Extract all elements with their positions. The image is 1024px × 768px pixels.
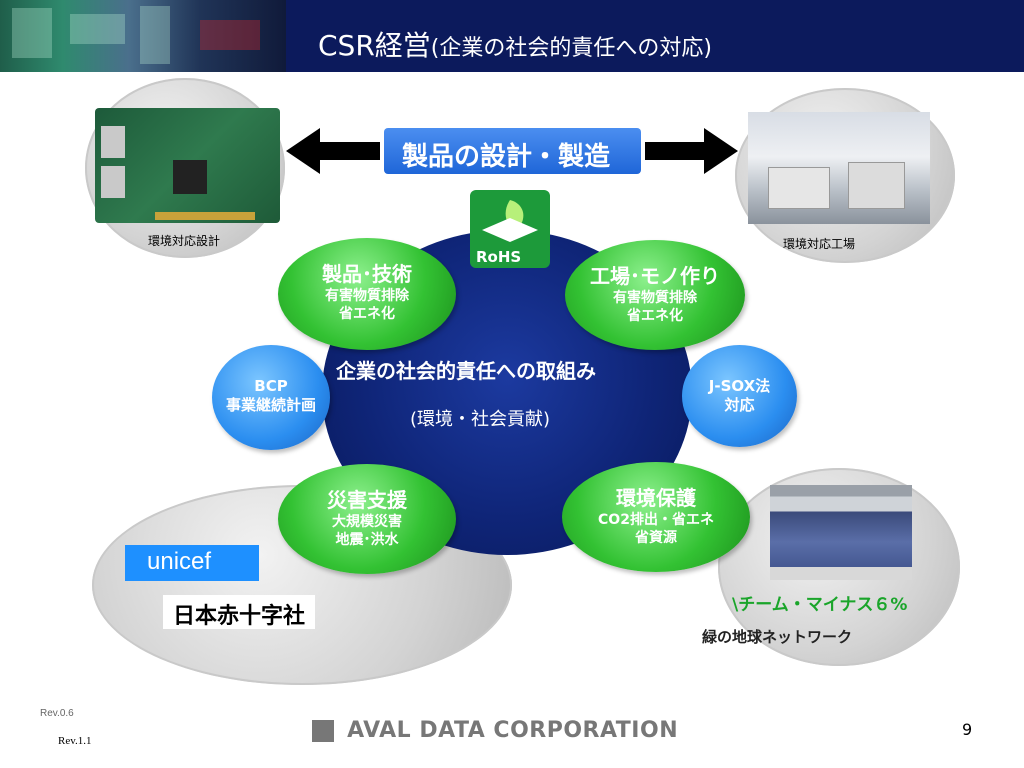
factory-making-title: 工場･モノ作り (590, 264, 720, 288)
bcp-line2: 事業継続計画 (225, 396, 316, 414)
unicef-text: unicef (147, 548, 212, 575)
disaster-support-circle: 災害支援 大規模災害 地震･洪水 (278, 464, 456, 574)
product-tech-title: 製品･技術 (322, 262, 412, 286)
jsox-line2: 対応 (724, 396, 755, 414)
team-minus-6-logo: \チーム・マイナス６% (732, 595, 908, 615)
factory-making-line2: 省エネ化 (627, 308, 683, 324)
header-banner-image (0, 0, 286, 72)
product-tech-line1: 有害物質排除 (325, 288, 409, 304)
redcross-logo: 日本赤十字社 (163, 595, 315, 629)
design-caption: 環境対応設計 (148, 234, 221, 248)
disaster-support-line2: 地震･洪水 (335, 532, 399, 548)
csr-center-title: 企業の社会的責任への取組み (336, 359, 596, 383)
environment-protection-circle: 環境保護 CO2排出・省エネ 省資源 (562, 462, 750, 572)
company-logo: AVAL DATA CORPORATION (312, 718, 678, 743)
factory-making-circle: 工場･モノ作り 有害物質排除 省エネ化 (565, 240, 745, 350)
rohs-logo: RoHS (470, 190, 550, 268)
bcp-circle: BCP 事業継続計画 (212, 345, 330, 450)
factory-making-line1: 有害物質排除 (613, 290, 697, 306)
redcross-text: 日本赤十字社 (173, 604, 306, 629)
bcp-line1: BCP (254, 377, 288, 395)
page-number: 9 (962, 720, 973, 739)
rohs-leaf-icon (482, 200, 538, 242)
company-name: AVAL DATA CORPORATION (347, 718, 679, 743)
environment-protection-title: 環境保護 (616, 486, 696, 510)
environment-protection-line1: CO2排出・省エネ (598, 512, 714, 528)
board-photo (95, 108, 280, 223)
unicef-logo: unicef (125, 545, 259, 581)
page-title: CSR経営(企業の社会的責任への対応) (318, 24, 712, 64)
page-title-sub: (企業の社会的責任への対応) (430, 36, 712, 61)
jsox-circle: J-SOX法 対応 (682, 345, 797, 447)
environment-protection-line2: 省資源 (635, 530, 677, 546)
factory-caption: 環境対応工場 (783, 237, 856, 251)
csr-center-subtitle: (環境・社会貢献) (410, 409, 551, 430)
product-tech-circle: 製品･技術 有害物質排除 省エネ化 (278, 238, 456, 350)
solar-photo (770, 485, 912, 580)
revision-bottom: Rev.1.1 (58, 735, 92, 747)
disaster-support-title: 災害支援 (327, 488, 407, 512)
factory-photo (748, 112, 930, 224)
design-manufacture-label: 製品の設計・製造 (402, 142, 611, 172)
product-tech-line2: 省エネ化 (339, 306, 395, 322)
jsox-line1: J-SOX法 (708, 377, 771, 395)
rohs-text: RoHS (476, 248, 522, 266)
company-logo-icon (312, 719, 334, 742)
design-manufacture-box: 製品の設計・製造 (380, 124, 645, 178)
revision-top: Rev.0.6 (40, 708, 74, 719)
green-network-text: 緑の地球ネットワーク (702, 628, 853, 646)
page-title-main: CSR経営 (318, 29, 431, 62)
disaster-support-line1: 大規模災害 (332, 514, 402, 530)
